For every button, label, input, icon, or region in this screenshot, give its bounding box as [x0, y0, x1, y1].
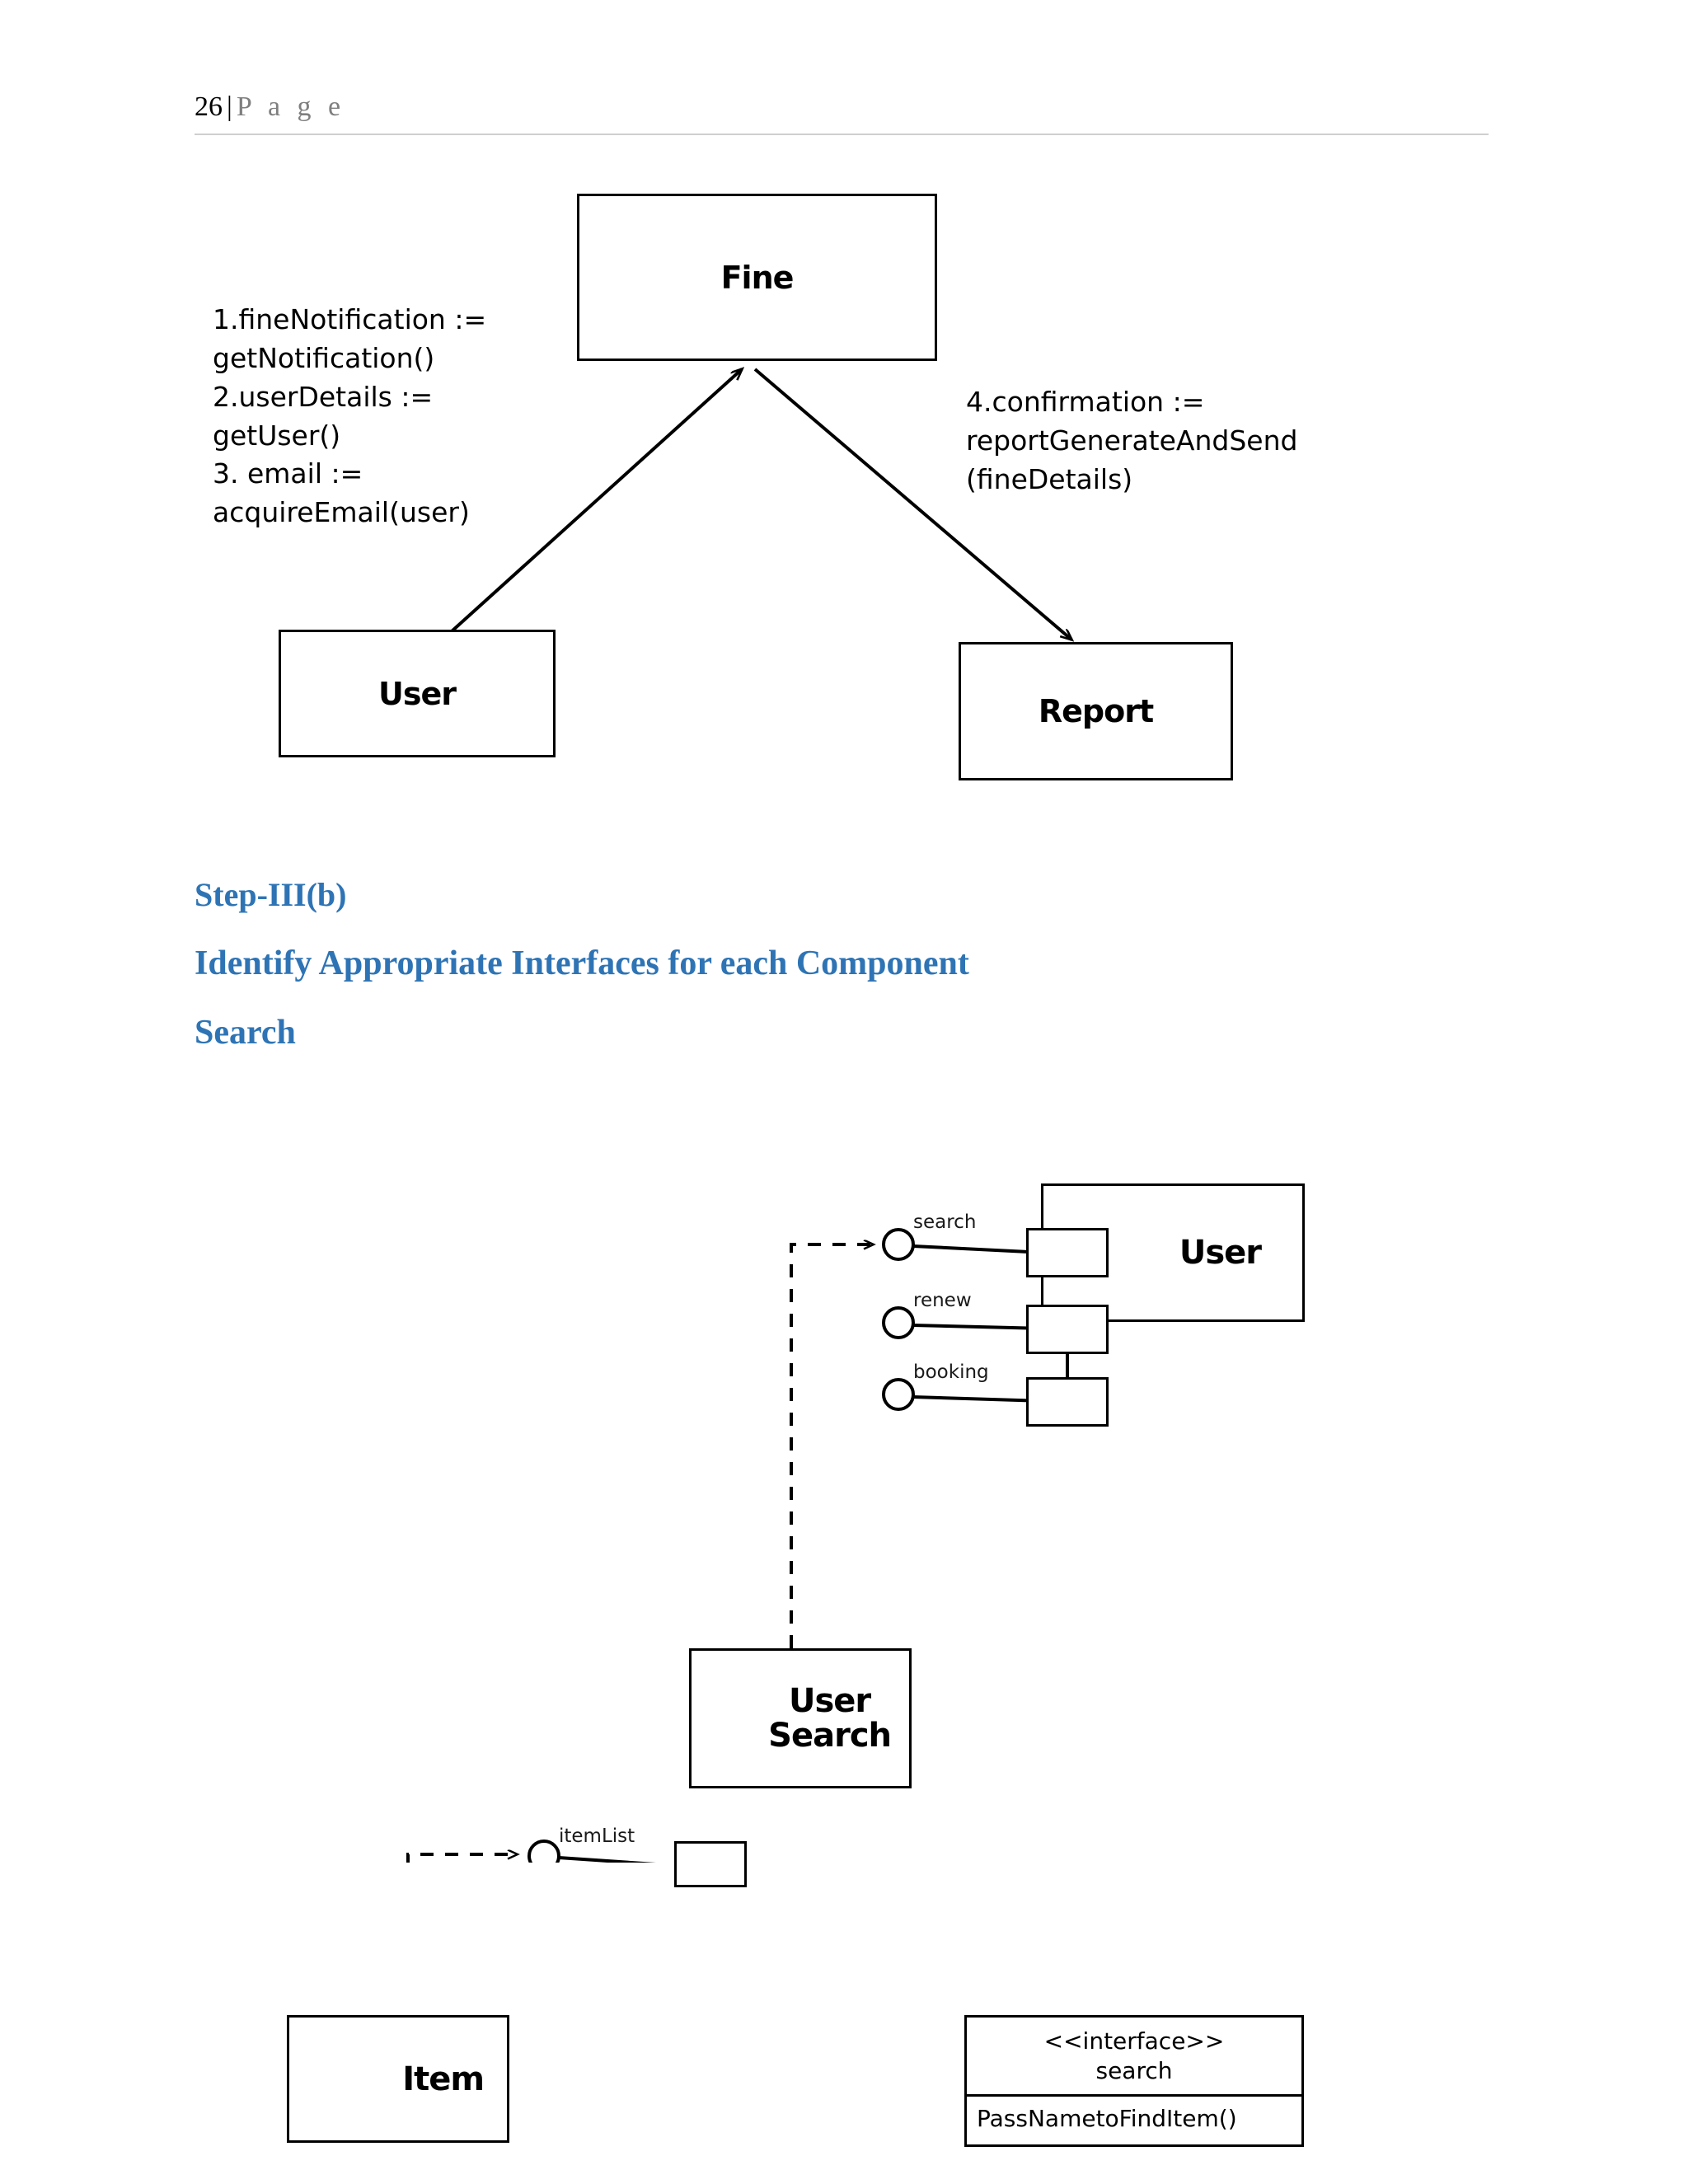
page-header-text: 26|P a g e — [195, 91, 345, 124]
node-fine-label: Fine — [720, 259, 795, 296]
node-user-label: User — [378, 675, 457, 712]
lollipop-itemlist[interactable] — [528, 1840, 560, 1863]
interface-stereotype: <<interface>> — [1043, 2027, 1225, 2055]
component-item-label: Item — [402, 2060, 485, 2098]
page-header-divider — [195, 134, 1489, 135]
edge-fine-to-report — [753, 368, 1071, 640]
lollipop-renew[interactable] — [882, 1306, 915, 1339]
interface-class-operations: PassNametoFindItem() — [967, 2097, 1301, 2132]
lollipop-itemlist-stem — [558, 1856, 656, 1863]
port-usersearch-itemlist[interactable] — [674, 1841, 747, 1887]
interface-class-search[interactable]: <<interface>> search PassNametoFindItem(… — [964, 2015, 1304, 2147]
page-header-separator: | — [227, 91, 232, 122]
collaboration-annotation-right: 4.confirmation := reportGenerateAndSend … — [966, 386, 1298, 495]
interface-class-header: <<interface>> search — [967, 2018, 1301, 2097]
page-label: P a g e — [236, 91, 346, 122]
interface-operation: PassNametoFindItem() — [977, 2105, 1237, 2132]
collaboration-diagram-connectors — [450, 157, 1688, 808]
collaboration-diagram: Fine User Report 1.fineNotification := g… — [0, 157, 1688, 808]
component-diagram: User search renew booking User Search it… — [0, 1121, 1688, 2147]
heading-identify-interfaces: Identify Appropriate Interfaces for each… — [195, 944, 969, 982]
interface-label-search: search — [913, 1212, 977, 1233]
component-item[interactable]: Item — [287, 2015, 509, 2143]
port-user-renew[interactable] — [1026, 1305, 1109, 1354]
page-header: 26|P a g e — [195, 91, 1489, 148]
interface-label-itemlist: itemList — [559, 1825, 635, 1847]
lollipop-search[interactable] — [882, 1228, 915, 1261]
node-user[interactable]: User — [279, 630, 556, 757]
interface-label-booking: booking — [913, 1361, 989, 1383]
component-user-search[interactable]: User Search — [689, 1648, 912, 1788]
dependency-item-to-itemlist — [406, 1854, 518, 1863]
component-user[interactable]: User — [1041, 1183, 1305, 1322]
port-user-search[interactable] — [1026, 1228, 1109, 1277]
component-user-search-label: User Search — [768, 1682, 892, 1755]
edge-user-to-fine — [450, 369, 742, 633]
node-report-label: Report — [1038, 693, 1154, 729]
heading-search: Search — [195, 1014, 296, 1052]
node-fine[interactable]: Fine — [577, 194, 937, 361]
port-user-booking[interactable] — [1026, 1377, 1109, 1427]
lollipop-booking[interactable] — [882, 1378, 915, 1411]
interface-class-name: search — [1095, 2056, 1173, 2084]
collaboration-annotation-left: 1.fineNotification := getNotification() … — [213, 303, 487, 529]
page-number: 26 — [195, 91, 223, 122]
lollipop-booking-stem — [912, 1395, 1046, 1403]
lollipop-renew-stem — [912, 1324, 1046, 1330]
heading-step-3b: Step-III(b) — [195, 876, 347, 913]
dependency-usersearch-to-search — [790, 1244, 874, 1648]
node-report[interactable]: Report — [959, 642, 1233, 780]
component-user-label: User — [1179, 1234, 1262, 1272]
lollipop-search-stem — [912, 1244, 1046, 1254]
component-diagram-connectors — [406, 1187, 1069, 1863]
interface-label-renew: renew — [913, 1290, 972, 1311]
